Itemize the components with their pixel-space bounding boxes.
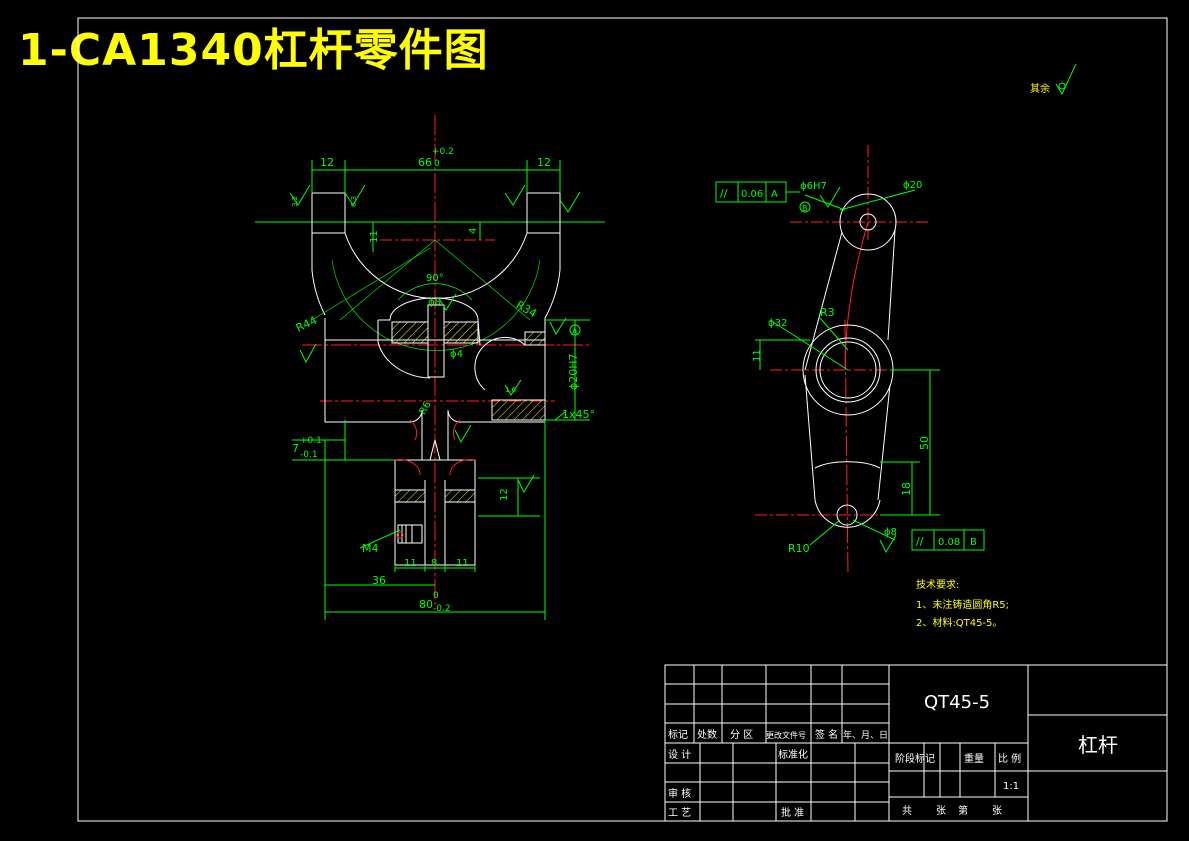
r3: R3 bbox=[820, 306, 835, 319]
r6: R6 bbox=[418, 400, 434, 417]
process-label: 工 艺 bbox=[668, 807, 691, 819]
header-count: 处数 bbox=[697, 728, 717, 741]
weight-label: 重量 bbox=[964, 752, 984, 765]
check-label: 审 核 bbox=[668, 787, 691, 800]
dim-11b: 11 bbox=[456, 558, 469, 569]
dim-4: 4 bbox=[468, 228, 479, 234]
fcf-bottom-symbol: // bbox=[916, 535, 924, 548]
thread-m4: M4 bbox=[362, 542, 379, 555]
title-block-scale: 1:1 bbox=[1003, 781, 1019, 792]
fcf-top-symbol: // bbox=[720, 187, 728, 200]
title-block bbox=[664, 664, 1168, 822]
fcf-bottom-datum: B bbox=[970, 537, 977, 548]
dia-4-front: ϕ4 bbox=[450, 349, 463, 360]
side-view bbox=[715, 145, 985, 576]
title-block-material: QT45-5 bbox=[924, 692, 990, 713]
surface-note: 其余 bbox=[1030, 82, 1050, 95]
dim-top-center: 66 bbox=[418, 156, 432, 169]
design-label: 设 计 bbox=[668, 748, 691, 761]
ratio-label: 比 例 bbox=[998, 752, 1021, 765]
dim-12: 12 bbox=[499, 488, 510, 501]
tol-top-center-lower: 0 bbox=[434, 159, 440, 169]
dim-11-left: 11 bbox=[369, 230, 380, 243]
datum-a-label: A bbox=[572, 327, 578, 336]
approve-label: 批 准 bbox=[781, 806, 804, 819]
tol-top-center-upper: +0.2 bbox=[432, 147, 454, 157]
dim-50: 50 bbox=[918, 436, 931, 450]
sheets-word-label: 张 bbox=[936, 805, 946, 817]
notes-heading: 技术要求: bbox=[916, 578, 959, 591]
datum-b-icon bbox=[799, 201, 811, 213]
sheets-total-label: 共 bbox=[902, 805, 912, 817]
roughness-a: 3.2 bbox=[291, 196, 299, 207]
tol-80-lower: -0.2 bbox=[433, 604, 451, 614]
dia-20: ϕ20 bbox=[903, 180, 922, 191]
dim-11-side: 11 bbox=[752, 349, 763, 362]
roughness-symbol-icon bbox=[1055, 63, 1077, 96]
sheet-word-label: 张 bbox=[992, 805, 1002, 817]
dim-80: 80 bbox=[419, 598, 433, 611]
fcf-top-value: 0.06 bbox=[741, 189, 763, 200]
stage-mark-label: 阶段标记 bbox=[895, 752, 935, 765]
header-signature: 签 名 bbox=[815, 728, 838, 741]
dim-11a: 11 bbox=[404, 558, 417, 569]
angle-90: 90° bbox=[426, 273, 444, 284]
dim-top-left: 12 bbox=[320, 156, 334, 169]
dim-7: 7 bbox=[292, 442, 299, 455]
sheet-border bbox=[77, 17, 1168, 822]
dim-top-right: 12 bbox=[537, 156, 551, 169]
dia-8-front: ϕ8 bbox=[428, 297, 441, 308]
tol-7-upper: +0.1 bbox=[300, 436, 322, 446]
header-mark: 标记 bbox=[668, 729, 688, 741]
roughness-circle-icon bbox=[1058, 82, 1066, 90]
datum-a-icon bbox=[569, 324, 581, 336]
dia-20h7: ϕ20H7 bbox=[567, 353, 580, 390]
notes-line1: 1、未注铸造圆角R5; bbox=[916, 598, 1009, 611]
dia-8-side: ϕ8 bbox=[884, 527, 897, 538]
header-doc-no: 更改文件号 bbox=[766, 730, 806, 740]
notes-line2: 2、材料:QT45-5。 bbox=[916, 616, 1002, 629]
fcf-top-datum: A bbox=[771, 189, 778, 200]
drawing-title: 1-CA1340杠杆零件图 bbox=[18, 25, 489, 76]
dia-6h7: ϕ6H7 bbox=[800, 181, 827, 192]
dia-32: ϕ32 bbox=[768, 318, 787, 329]
header-date: 年、月、日 bbox=[843, 729, 888, 741]
header-zone: 分 区 bbox=[730, 729, 753, 741]
fcf-bottom-value: 0.08 bbox=[938, 537, 960, 548]
title-block-part-name: 杠杆 bbox=[1078, 733, 1118, 757]
dim-18: 18 bbox=[900, 482, 913, 496]
tol-80-upper: 0 bbox=[433, 591, 439, 601]
tol-7-lower: -0.1 bbox=[300, 450, 318, 460]
front-view bbox=[255, 115, 605, 620]
roughness-b: 6.3 bbox=[350, 196, 358, 207]
dim-8: 8 bbox=[431, 558, 437, 569]
dim-36: 36 bbox=[372, 574, 386, 587]
chamfer: 1x45° bbox=[562, 408, 595, 421]
r10: R10 bbox=[788, 542, 810, 555]
standardization-label: 标准化 bbox=[778, 748, 808, 761]
datum-b-label: B bbox=[802, 204, 808, 213]
roughness-c: 1.6 bbox=[505, 386, 517, 394]
sheet-no-label: 第 bbox=[958, 804, 968, 817]
r44: R44 bbox=[294, 314, 319, 335]
